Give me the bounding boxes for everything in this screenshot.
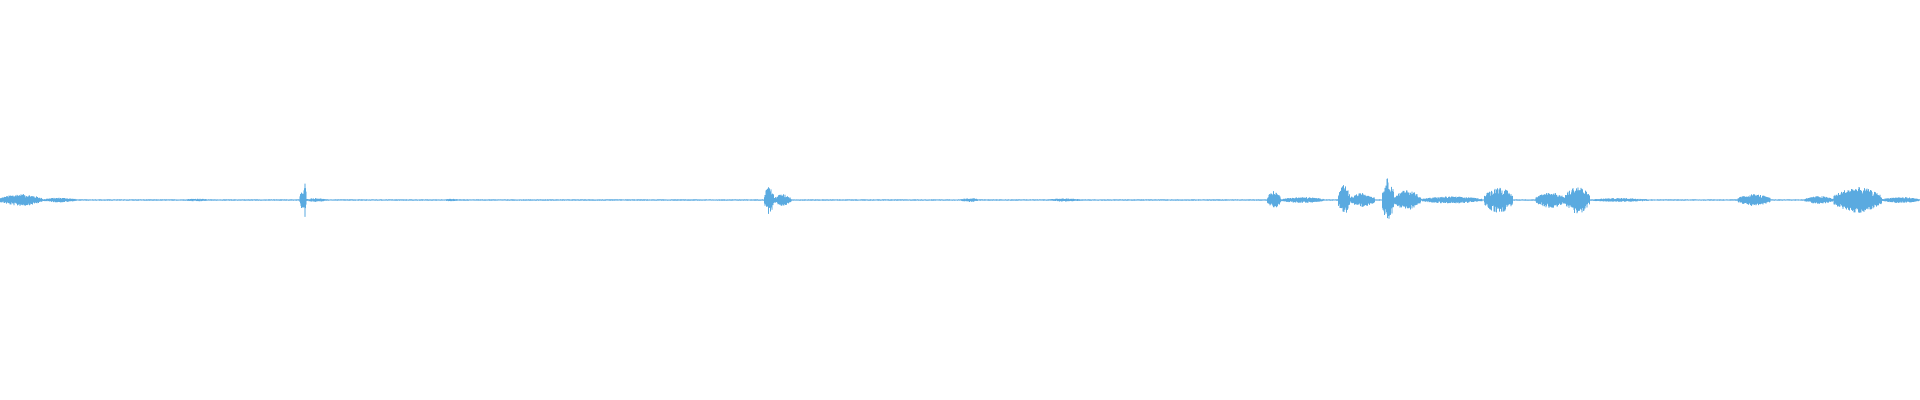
waveform-signal xyxy=(0,178,1920,219)
